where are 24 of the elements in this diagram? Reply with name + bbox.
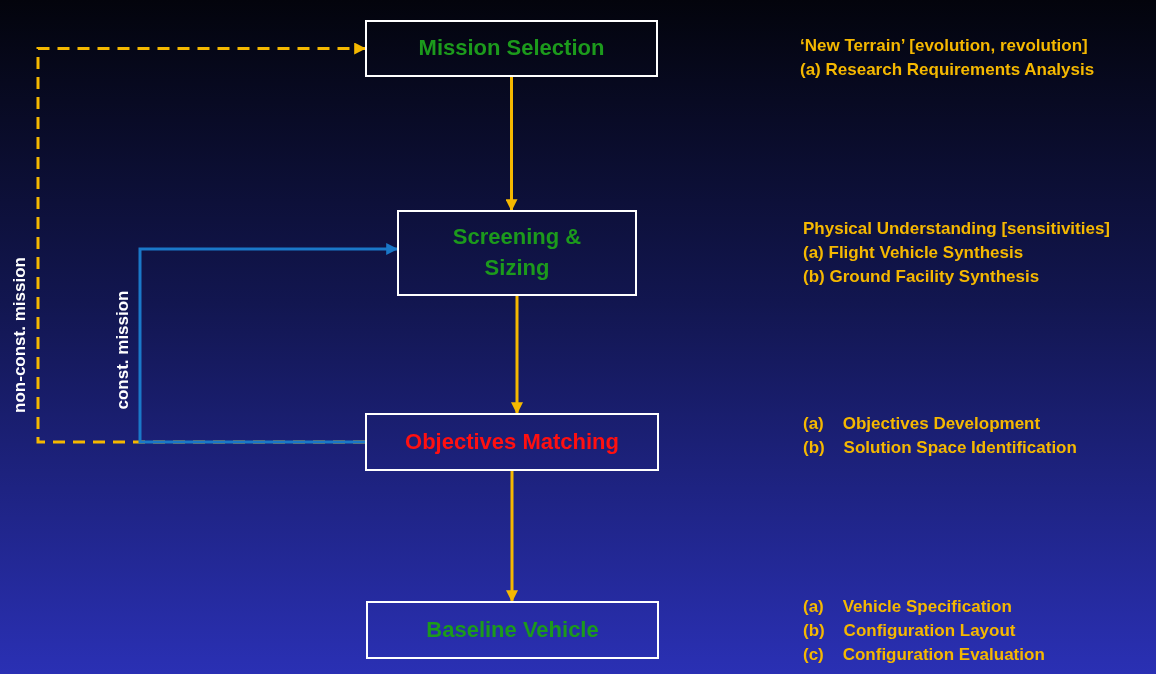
arrow — [138, 243, 399, 444]
note-text: (a) Flight Vehicle Synthesis — [803, 242, 1024, 264]
arrow — [506, 471, 518, 603]
arrow — [511, 296, 523, 415]
note-text: (a) Research Requirements Analysis — [800, 59, 1095, 81]
box-title: Baseline Vehicle — [426, 615, 599, 644]
process-box — [397, 210, 637, 296]
arrow — [505, 77, 518, 212]
process-box — [365, 413, 659, 471]
box-title: Objectives Matching — [405, 427, 619, 456]
box-title: Screening & Sizing — [451, 223, 583, 282]
note-text: (a) Vehicle Specification — [803, 596, 1012, 618]
process-box — [365, 20, 658, 77]
note-text: (b) Configuration Layout — [803, 620, 1016, 642]
process-box — [366, 601, 659, 659]
note-text: Physical Understanding [sensitivities] — [803, 218, 1111, 240]
note-text: (c) Configuration Evaluation — [803, 644, 1045, 666]
note-text: ‘New Terrain’ [evolution, revolution] — [800, 35, 1088, 57]
note-text: (b) Solution Space Identification — [803, 437, 1077, 459]
edge-label: non-const. mission — [9, 257, 30, 413]
note-text: (a) Objectives Development — [803, 413, 1041, 435]
box-title: Mission Selection — [418, 34, 605, 63]
edge-label: const. mission — [112, 290, 132, 410]
note-text: (b) Ground Facility Synthesis — [803, 266, 1040, 288]
